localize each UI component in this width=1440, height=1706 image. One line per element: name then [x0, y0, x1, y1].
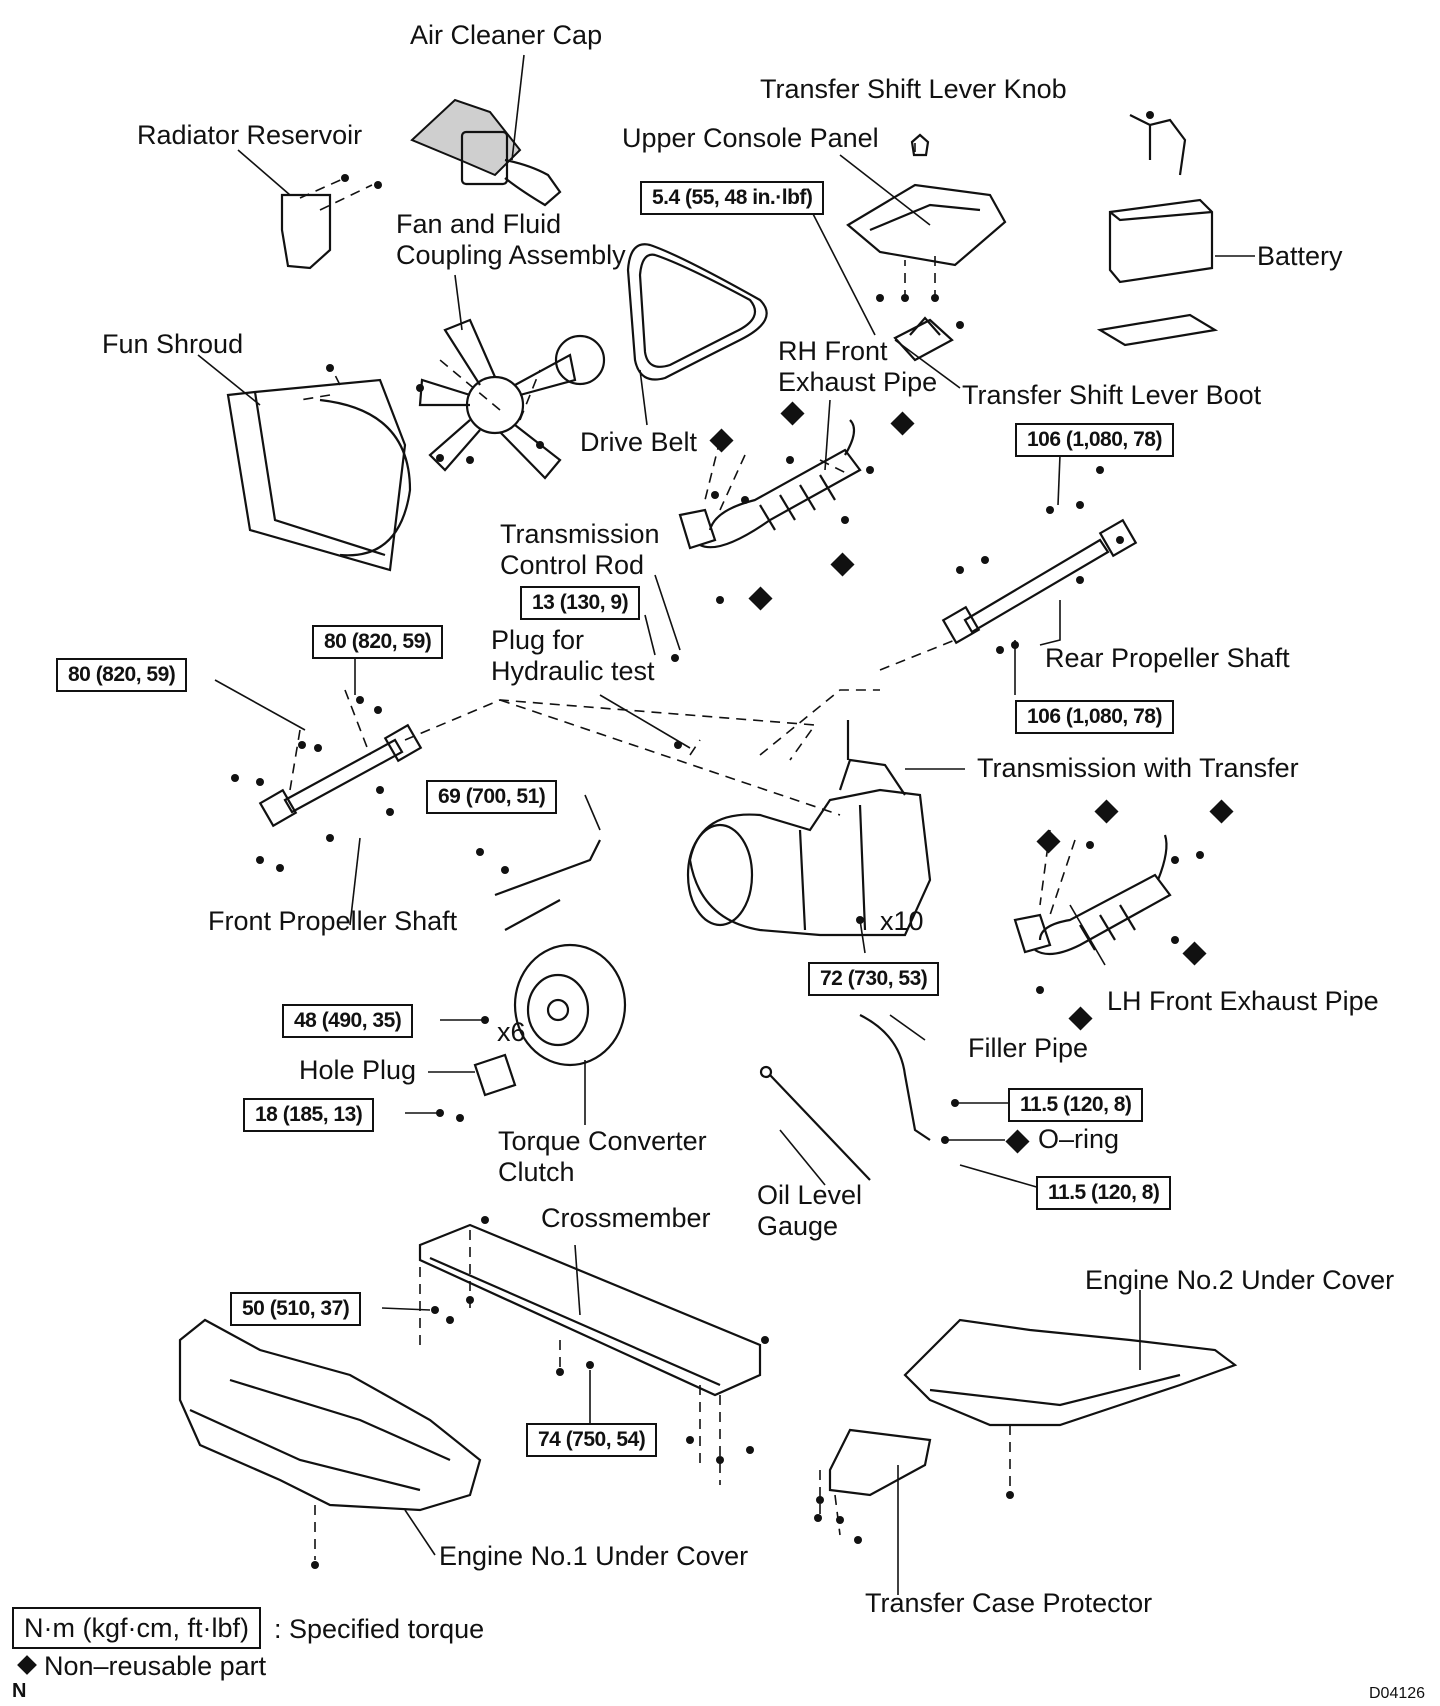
engine-no2-under-cover-drawing: [903, 1318, 1238, 1427]
label-rear-propeller-shaft: Rear Propeller Shaft: [1045, 643, 1290, 673]
hole-plug-drawing: [473, 1053, 517, 1097]
label-transfer-shift-lever-knob: Transfer Shift Lever Knob: [760, 74, 1067, 104]
label-fan-and-fluid-2: Coupling Assembly: [396, 240, 626, 270]
label-o-ring: O–ring: [1038, 1124, 1120, 1154]
rear-propeller-shaft-drawing: [941, 518, 1138, 645]
label-transfer-shift-lever-boot: Transfer Shift Lever Boot: [962, 380, 1262, 410]
label-transmission-control-rod-2: Control Rod: [500, 550, 645, 580]
label-lh-front-exhaust-pipe: LH Front Exhaust Pipe: [1107, 986, 1379, 1016]
label-transmission-with-transfer: Transmission with Transfer: [977, 753, 1299, 783]
torque-spec-box: 106 (1,080, 78): [1015, 423, 1174, 457]
torque-spec-box: 5.4 (55, 48 in.·lbf): [640, 181, 825, 215]
torque-spec-box: 18 (185, 13): [243, 1098, 375, 1132]
label-air-cleaner-cap: Air Cleaner Cap: [410, 20, 603, 50]
label-x10: x10: [880, 906, 924, 936]
fastener-bolts: [231, 111, 1204, 1569]
radiator-reservoir-drawing: [280, 177, 373, 270]
transfer-case-protector-drawing: [828, 1428, 932, 1497]
air-cleaner-cap-drawing: [410, 98, 562, 207]
label-hole-plug: Hole Plug: [299, 1055, 417, 1085]
front-propeller-shaft-drawing: [258, 723, 423, 828]
label-torque-converter-clutch-2: Clutch: [498, 1157, 575, 1187]
torque-spec-box: 50 (510, 37): [230, 1292, 362, 1326]
torque-spec-box: 72 (730, 53): [808, 962, 940, 996]
torque-spec-box: 11.5 (120, 8): [1008, 1088, 1144, 1122]
oil-level-gauge-drawing: [759, 1065, 871, 1181]
label-fun-shroud: Fun Shroud: [102, 329, 244, 359]
leader-lines: [197, 54, 1255, 1595]
label-drive-belt: Drive Belt: [580, 427, 698, 457]
fan-drawing: [418, 318, 606, 480]
rh-front-exhaust-pipe-drawing: [678, 419, 862, 550]
battery-drawing: [1096, 114, 1219, 347]
label-rh-front-exhaust-pipe-1: RH Front: [778, 336, 888, 366]
filler-pipe-drawing: [859, 1014, 931, 1141]
oil-cooler-lines-drawing: [494, 839, 601, 931]
label-radiator-reservoir: Radiator Reservoir: [137, 120, 363, 150]
label-transmission-control-rod-1: Transmission: [500, 519, 660, 549]
label-rh-front-exhaust-pipe-2: Exhaust Pipe: [778, 367, 938, 397]
label-crossmember: Crossmember: [541, 1203, 711, 1233]
label-battery: Battery: [1257, 241, 1343, 271]
corner-mark: N: [12, 1680, 27, 1702]
torque-spec-box: 69 (700, 51): [426, 780, 558, 814]
torque-spec-box: 11.5 (120, 8): [1036, 1176, 1172, 1210]
label-x6: x6: [497, 1017, 526, 1047]
label-plug-hydraulic-test-1: Plug for: [491, 625, 585, 655]
label-torque-converter-clutch-1: Torque Converter: [498, 1126, 707, 1156]
torque-spec-box: 80 (820, 59): [56, 658, 188, 692]
fan-shroud-drawing: [226, 378, 412, 572]
legend-torque-unit-box: N·m (kgf·cm, ft·lbf): [12, 1607, 261, 1649]
label-fan-and-fluid-1: Fan and Fluid: [396, 209, 562, 239]
label-oil-level-gauge-2: Gauge: [757, 1211, 839, 1241]
drive-belt-drawing: [626, 243, 768, 381]
legend-nonreusable-text: Non–reusable part: [44, 1651, 267, 1681]
transfer-shift-lever-boot-drawing: [893, 316, 954, 362]
label-filler-pipe: Filler Pipe: [968, 1033, 1089, 1063]
upper-console-panel-drawing: [846, 133, 1007, 267]
label-transfer-case-protector: Transfer Case Protector: [865, 1588, 1153, 1618]
engine-no1-under-cover-drawing: [178, 1318, 482, 1512]
label-upper-console-panel: Upper Console Panel: [622, 123, 879, 153]
torque-spec-box: 74 (750, 54): [526, 1423, 658, 1457]
torque-spec-box: 13 (130, 9): [520, 586, 641, 620]
torque-spec-box: 48 (490, 35): [282, 1004, 414, 1038]
label-oil-level-gauge-1: Oil Level: [757, 1180, 863, 1210]
label-front-propeller-shaft: Front Propeller Shaft: [208, 906, 458, 936]
legend-torque-desc: : Specified torque: [274, 1614, 485, 1644]
figure-code: D04126: [1369, 1685, 1426, 1702]
label-engine-no1-under-cover: Engine No.1 Under Cover: [439, 1541, 749, 1571]
torque-spec-box: 80 (820, 59): [312, 625, 444, 659]
torque-converter-drawing: [513, 943, 627, 1067]
label-engine-no2-under-cover: Engine No.2 Under Cover: [1085, 1265, 1395, 1295]
torque-spec-box: 106 (1,080, 78): [1015, 700, 1174, 734]
transmission-with-transfer-drawing: [686, 720, 932, 937]
crossmember-drawing: [418, 1223, 762, 1397]
label-plug-hydraulic-test-2: Hydraulic test: [491, 656, 655, 686]
lh-front-exhaust-pipe-drawing: [1013, 834, 1172, 956]
